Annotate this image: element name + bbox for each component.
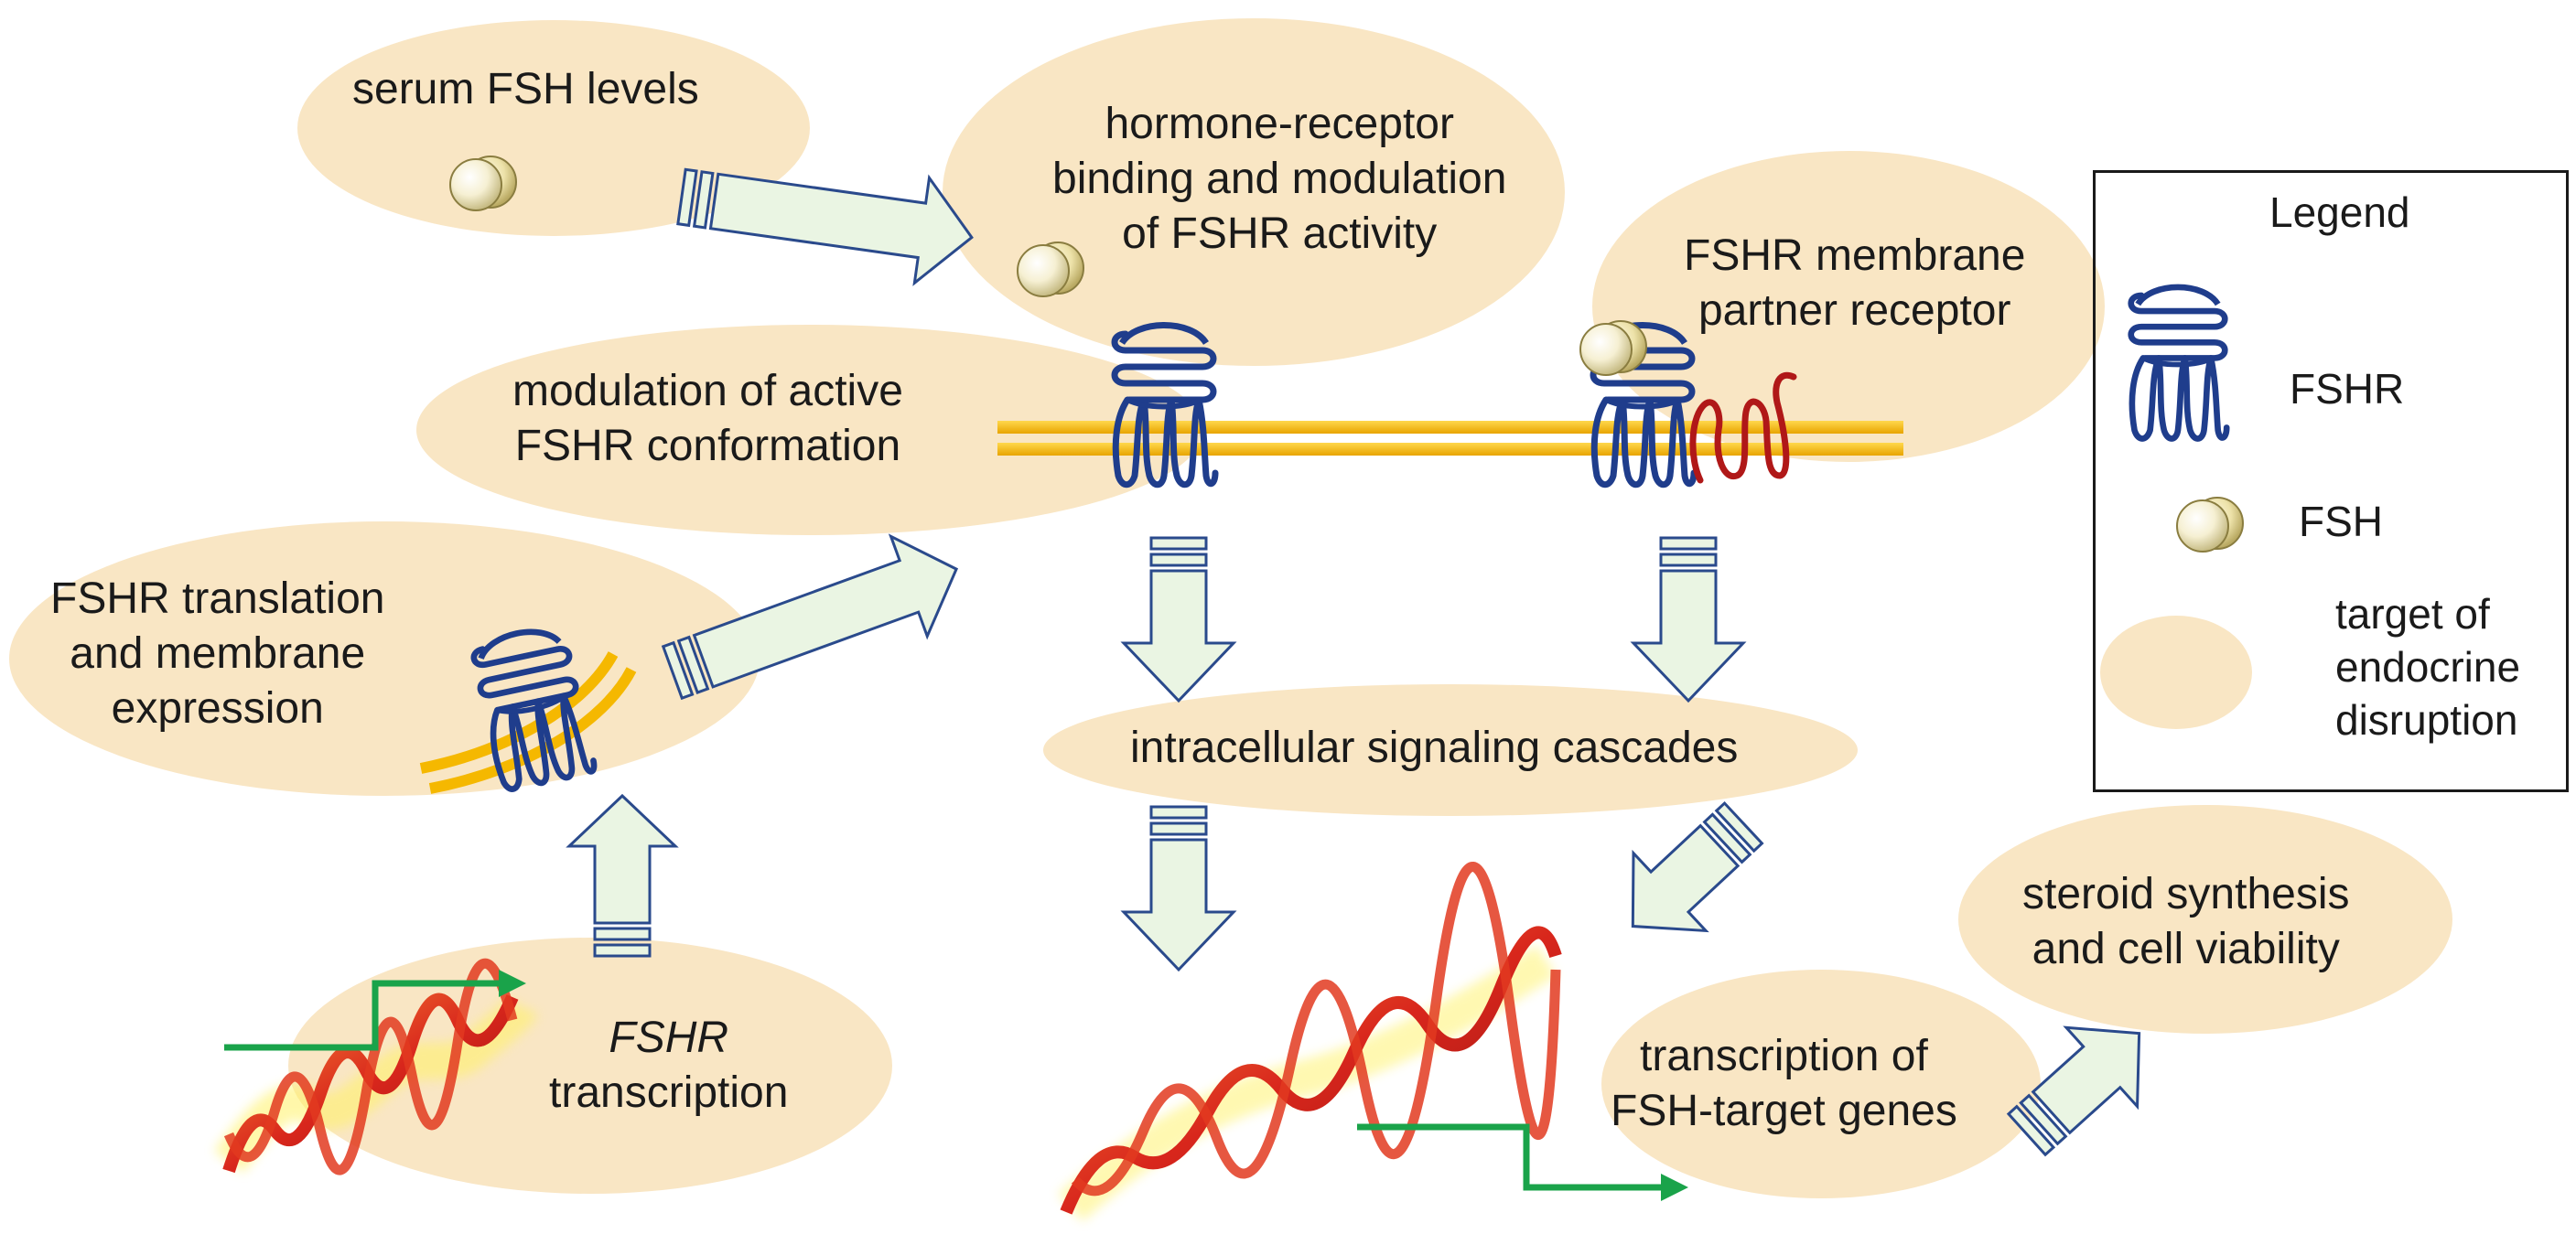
target-conformation — [416, 325, 1203, 535]
legend-title: Legend — [2269, 188, 2410, 236]
target-serum-fsh — [297, 20, 810, 236]
cell-membrane — [997, 421, 1903, 456]
target-target-genes — [1601, 970, 2041, 1198]
arrow-translation-to-conformation — [661, 533, 959, 701]
block-arrows — [566, 167, 2141, 1157]
fsh-ball-serum — [449, 156, 517, 211]
fsh-ball-bound — [1579, 320, 1647, 376]
partner-receptor — [1689, 371, 1797, 484]
transcription-arrow-target — [1357, 1123, 1688, 1201]
target-steroid — [1958, 805, 2452, 1034]
legend-fshr-label: FSHR — [2290, 365, 2405, 413]
label-conformation: modulation of active FSHR conformation — [512, 367, 903, 470]
target-signaling — [1043, 684, 1858, 816]
legend-fsh-label: FSH — [2299, 498, 2383, 545]
dna-helix-fshr — [214, 958, 538, 1175]
arrow-serum-to-binding — [676, 167, 974, 286]
target-ellipses — [9, 18, 2452, 1198]
transcription-arrow-fshr — [224, 970, 526, 1051]
legend-target-label: target of endocrine disruption — [2335, 590, 2521, 744]
legend-box — [2093, 170, 2569, 792]
arrow-transcription-to-translation — [566, 793, 679, 958]
arrow-signaling-to-dna — [1120, 805, 1237, 972]
label-steroid: steroid synthesis and cell viability — [2022, 870, 2350, 973]
arrow-target-genes-to-steroid — [2006, 1025, 2141, 1157]
label-signaling: intracellular signaling cascades — [1130, 724, 1739, 772]
label-partner: FSHR membrane partner receptor — [1684, 231, 2026, 335]
legend-target-icon — [2100, 616, 2252, 729]
target-partner — [1592, 151, 2105, 462]
label-translation: FSHR translation and membrane expression — [50, 574, 385, 733]
arrow-signaling-to-target-genes — [1631, 800, 1764, 933]
arrow-receptor-to-signaling — [1120, 536, 1237, 703]
label-fshr-transcription: FSHR transcription — [549, 1014, 789, 1117]
arrow-partner-to-signaling — [1630, 536, 1747, 703]
target-binding — [943, 18, 1565, 366]
label-serum-fsh: serum FSH levels — [352, 65, 699, 113]
dna-helix-target — [1058, 862, 1562, 1221]
label-binding: hormone-receptor binding and modulation … — [1052, 100, 1507, 258]
label-target-genes: transcription of FSH-target genes — [1611, 1032, 1957, 1135]
